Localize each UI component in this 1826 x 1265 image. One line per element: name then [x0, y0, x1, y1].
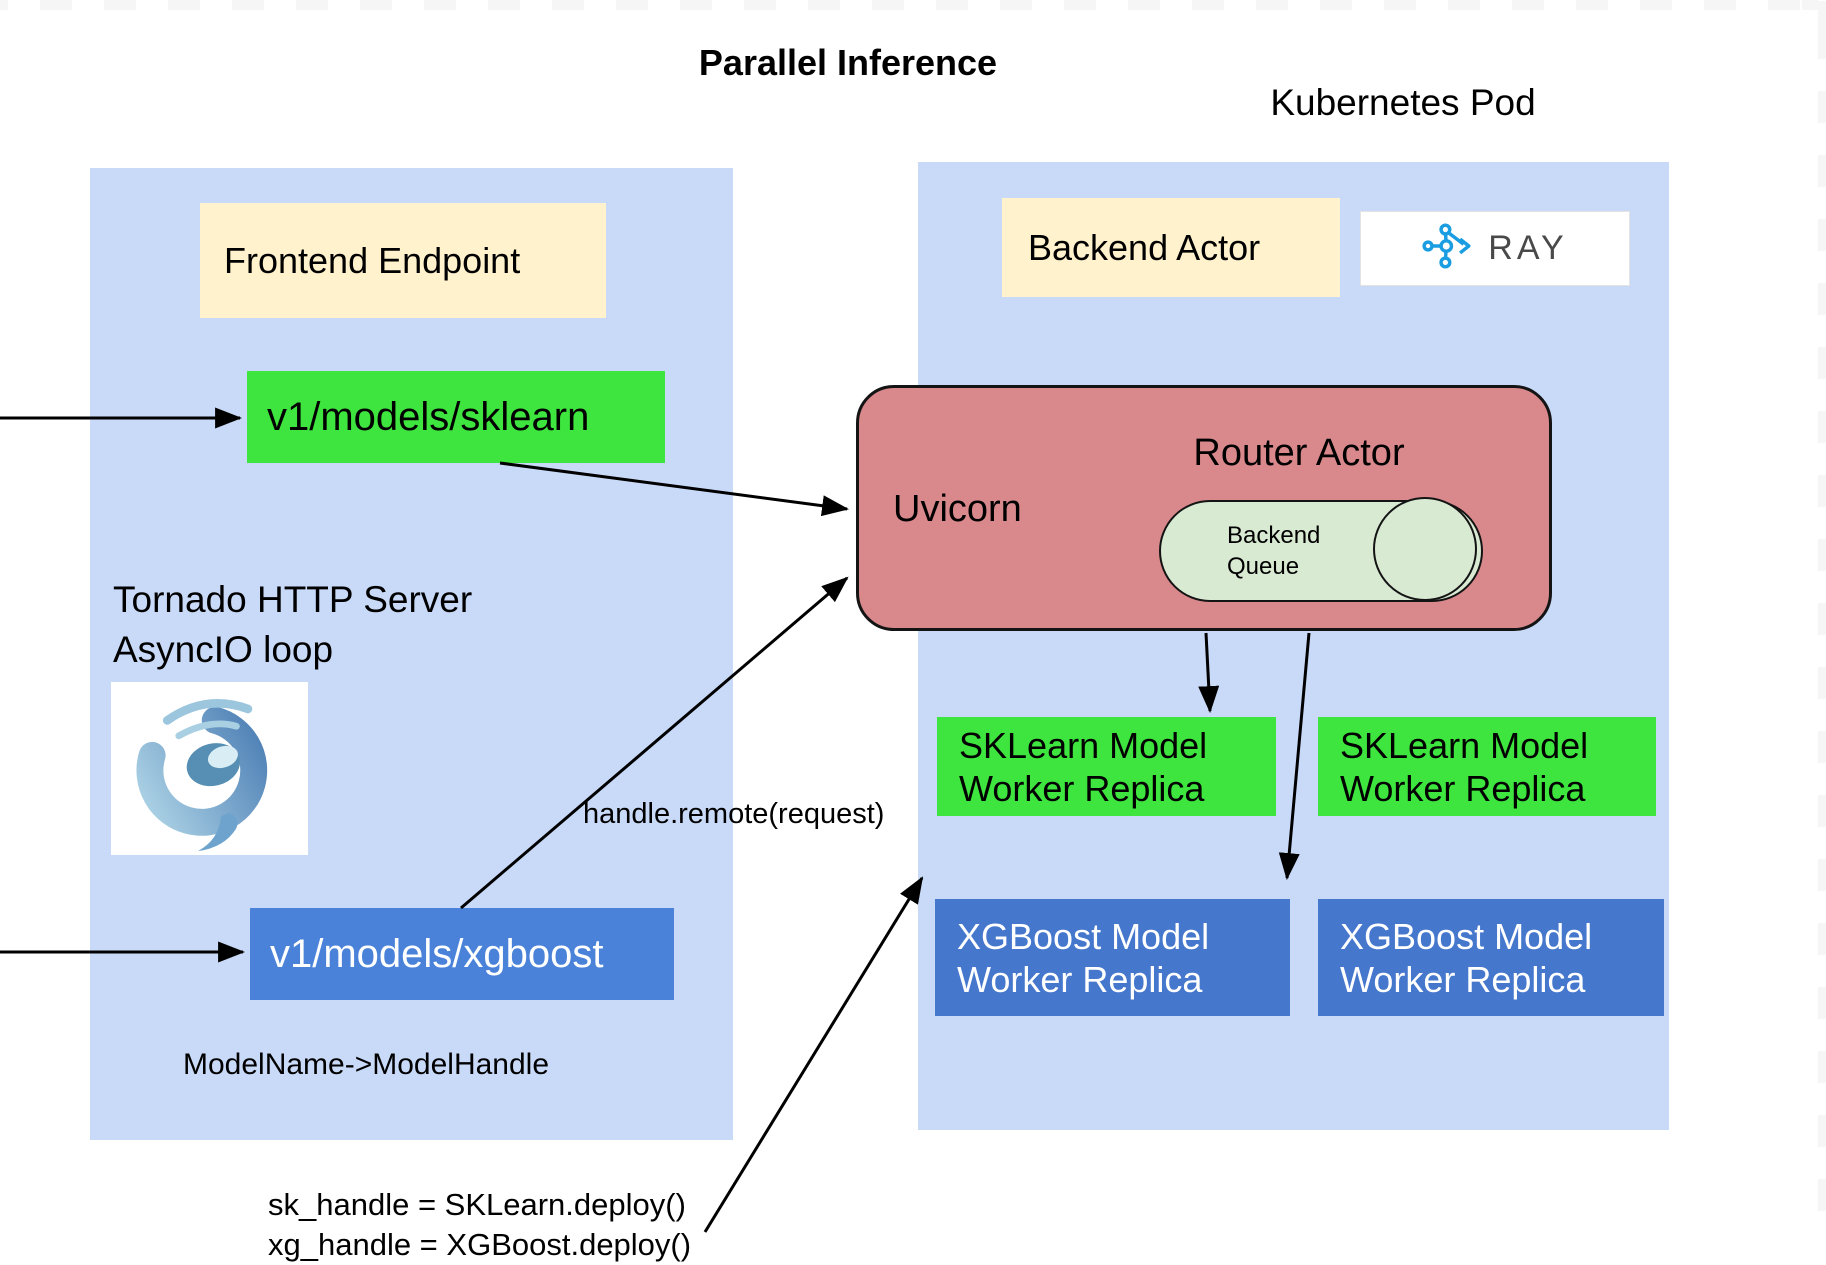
tornado-caption-line1: Tornado HTTP Server	[113, 579, 473, 620]
deploy-line1: sk_handle = SKLearn.deploy()	[268, 1187, 686, 1222]
tornado-logo	[111, 682, 308, 855]
ray-wordmark: RAY	[1488, 229, 1568, 267]
backend-queue-end-circle	[1373, 497, 1477, 601]
worker-label-line1: SKLearn Model	[959, 724, 1208, 766]
kubernetes-pod-label: Kubernetes Pod	[1270, 82, 1536, 123]
xgboost-worker-replica-2: XGBoost Model Worker Replica	[1318, 899, 1664, 1016]
sklearn-worker-replica-2: SKLearn Model Worker Replica	[1318, 717, 1656, 816]
worker-label-line2: Worker Replica	[959, 767, 1205, 809]
ray-logo: RAY	[1360, 211, 1630, 286]
worker-label-line1: XGBoost Model	[957, 915, 1210, 957]
deploy-line2: xg_handle = XGBoost.deploy()	[268, 1227, 692, 1262]
tornado-caption-line2: AsyncIO loop	[113, 629, 334, 670]
worker-label-line2: Worker Replica	[1340, 958, 1586, 1000]
uvicorn-label: Uvicorn	[893, 488, 1022, 530]
worker-label-line1: SKLearn Model	[1340, 724, 1589, 766]
tornado-swirl-icon	[111, 699, 308, 859]
worker-label-line2: Worker Replica	[1340, 767, 1586, 809]
tornado-caption: Tornado HTTP Server AsyncIO loop	[113, 575, 472, 675]
sklearn-route-label: v1/models/sklearn	[267, 394, 590, 439]
backend-actor-box: Backend Actor	[1002, 198, 1340, 297]
backend-queue-line2: Queue	[1227, 553, 1300, 580]
frontend-endpoint-label: Frontend Endpoint	[224, 239, 521, 281]
backend-queue-line1: Backend	[1227, 522, 1321, 549]
page-title: Parallel Inference	[698, 42, 998, 83]
arrow-deploy-to-pod	[703, 876, 924, 1233]
router-actor-box: Router Actor Uvicorn Backend Queue	[856, 385, 1552, 631]
sklearn-worker-replica-1: SKLearn Model Worker Replica	[937, 717, 1276, 816]
router-actor-label: Router Actor	[1193, 432, 1405, 474]
sklearn-route-box: v1/models/sklearn	[247, 371, 665, 463]
model-map-note: ModelName->ModelHandle	[183, 1048, 550, 1081]
frontend-endpoint-box: Frontend Endpoint	[200, 203, 606, 318]
xgboost-route-box: v1/models/xgboost	[250, 908, 674, 1000]
ray-network-icon	[1422, 220, 1474, 277]
xgboost-worker-replica-1: XGBoost Model Worker Replica	[935, 899, 1290, 1016]
transparency-checker-right	[1818, 0, 1826, 1242]
deploy-code-annotation: sk_handle = SKLearn.deploy() xg_handle =…	[268, 1185, 691, 1265]
xgboost-route-label: v1/models/xgboost	[270, 931, 604, 976]
worker-label-line1: XGBoost Model	[1340, 915, 1593, 957]
transparency-checker-top	[0, 0, 1826, 10]
worker-label-line2: Worker Replica	[957, 958, 1203, 1000]
handle-remote-annotation: handle.remote(request)	[583, 798, 885, 830]
backend-actor-label: Backend Actor	[1028, 226, 1261, 268]
